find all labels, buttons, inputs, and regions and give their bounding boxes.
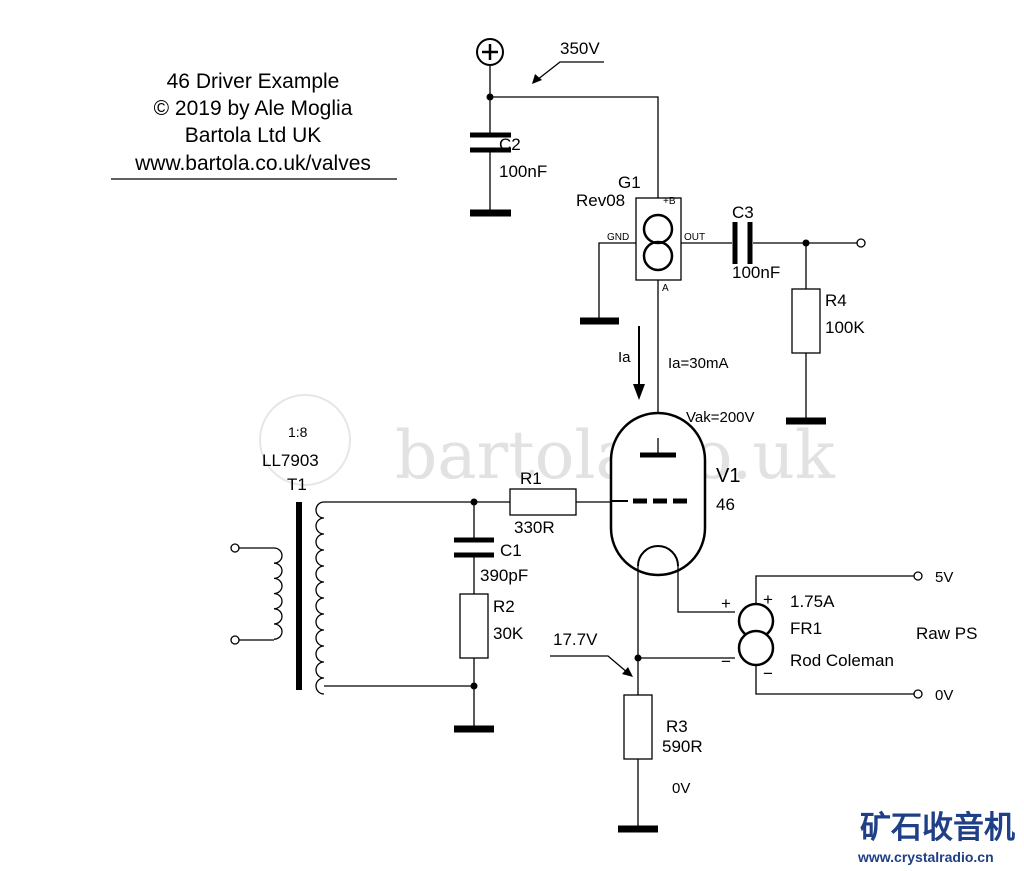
capacitor-c2: C2 100nF — [470, 97, 547, 217]
fr1-ref: FR1 — [790, 619, 822, 638]
r3-value: 590R — [662, 737, 703, 756]
resistor-r3: R3 590R 0V — [618, 694, 703, 833]
r3-ref: R3 — [666, 717, 688, 736]
v1-type: 46 — [716, 495, 735, 514]
current-annotation: Ia Ia=30mA Vak=200V — [618, 326, 755, 426]
logo-cn-text: 矿石收音机 — [860, 810, 1015, 846]
g1-pin-a: A — [662, 283, 669, 294]
fr1-plus-right: + — [763, 590, 773, 609]
output-terminal — [856, 238, 866, 248]
company: Bartola Ltd UK — [185, 124, 322, 147]
supply-voltage: 350V — [560, 39, 600, 58]
g1-pin-b: +B — [663, 196, 676, 207]
c2-ref: C2 — [499, 135, 521, 154]
t1-model: LL7903 — [262, 451, 319, 470]
website: www.bartola.co.uk/valves — [134, 152, 371, 175]
g1-pin-gnd: GND — [607, 232, 629, 243]
c1-ref: C1 — [500, 541, 522, 560]
logo-url-text: www.crystalradio.cn — [857, 849, 994, 865]
raw-ps: 5V 0V Raw PS — [913, 569, 977, 704]
raw-ps-label: Raw PS — [916, 624, 977, 643]
g1-ref: G1 — [618, 173, 641, 192]
title: 46 Driver Example — [167, 70, 340, 93]
raw-ps-0v-terminal — [913, 689, 923, 699]
raw-ps-5v-terminal — [913, 571, 923, 581]
raw-ps-5v: 5V — [935, 569, 953, 586]
r2-ref: R2 — [493, 597, 515, 616]
c1-value: 390pF — [480, 566, 528, 585]
g1-model: Rev08 — [576, 191, 625, 210]
ia-value: Ia=30mA — [668, 355, 728, 372]
c2-value: 100nF — [499, 162, 547, 181]
supply-voltage-annotation: 350V — [532, 39, 604, 84]
g1-pin-out: OUT — [684, 232, 705, 243]
r2-value: 30K — [493, 624, 524, 643]
cathode-voltage-annotation: 17.7V — [550, 630, 633, 677]
capacitor-c3: C3 100nF — [732, 203, 866, 282]
c3-ref: C3 — [732, 203, 754, 222]
t1-ratio: 1:8 — [288, 424, 308, 440]
cathode-voltage: 17.7V — [553, 630, 598, 649]
filament-regulator-fr1: + + − − 1.75A FR1 Rod Coleman — [721, 575, 914, 695]
fr1-maker: Rod Coleman — [790, 651, 894, 670]
fr1-minus-left: − — [721, 652, 731, 671]
fr1-plus-left: + — [721, 594, 731, 613]
copyright: © 2019 by Ale Moglia — [154, 97, 353, 120]
fr1-current: 1.75A — [790, 592, 835, 611]
input-terminal-top — [230, 543, 240, 553]
r4-value: 100K — [825, 318, 865, 337]
input-terminal-bottom — [230, 635, 240, 645]
transformer-t1: 1:8 LL7903 T1 — [230, 424, 474, 695]
b-plus-rail — [490, 96, 659, 198]
c3-value: 100nF — [732, 263, 780, 282]
crystalradio-logo: 矿石收音机 www.crystalradio.cn — [857, 810, 1015, 865]
raw-ps-0v: 0V — [935, 687, 953, 704]
cathode-wiring — [634, 566, 735, 695]
resistor-r4: R4 100K — [786, 243, 865, 425]
supply-terminal — [476, 38, 504, 101]
valve-v1: V1 46 — [609, 411, 740, 577]
title-block: 46 Driver Example © 2019 by Ale Moglia B… — [111, 70, 397, 180]
r3-ground: 0V — [672, 780, 690, 797]
v1-ref: V1 — [716, 465, 740, 487]
resistor-r1: R1 330R — [509, 469, 611, 537]
r1-ref: R1 — [520, 469, 542, 488]
t1-ref: T1 — [287, 475, 307, 494]
gyrator-g1: G1 Rev08 +B GND OUT A — [576, 173, 732, 325]
fr1-minus-right: − — [763, 664, 773, 683]
ia-label: Ia — [618, 349, 631, 366]
vak-value: Vak=200V — [686, 409, 755, 426]
capacitor-c1: C1 390pF — [454, 502, 528, 594]
r4-ref: R4 — [825, 291, 847, 310]
r1-value: 330R — [514, 518, 555, 537]
resistor-r2: R2 30K — [454, 593, 524, 733]
